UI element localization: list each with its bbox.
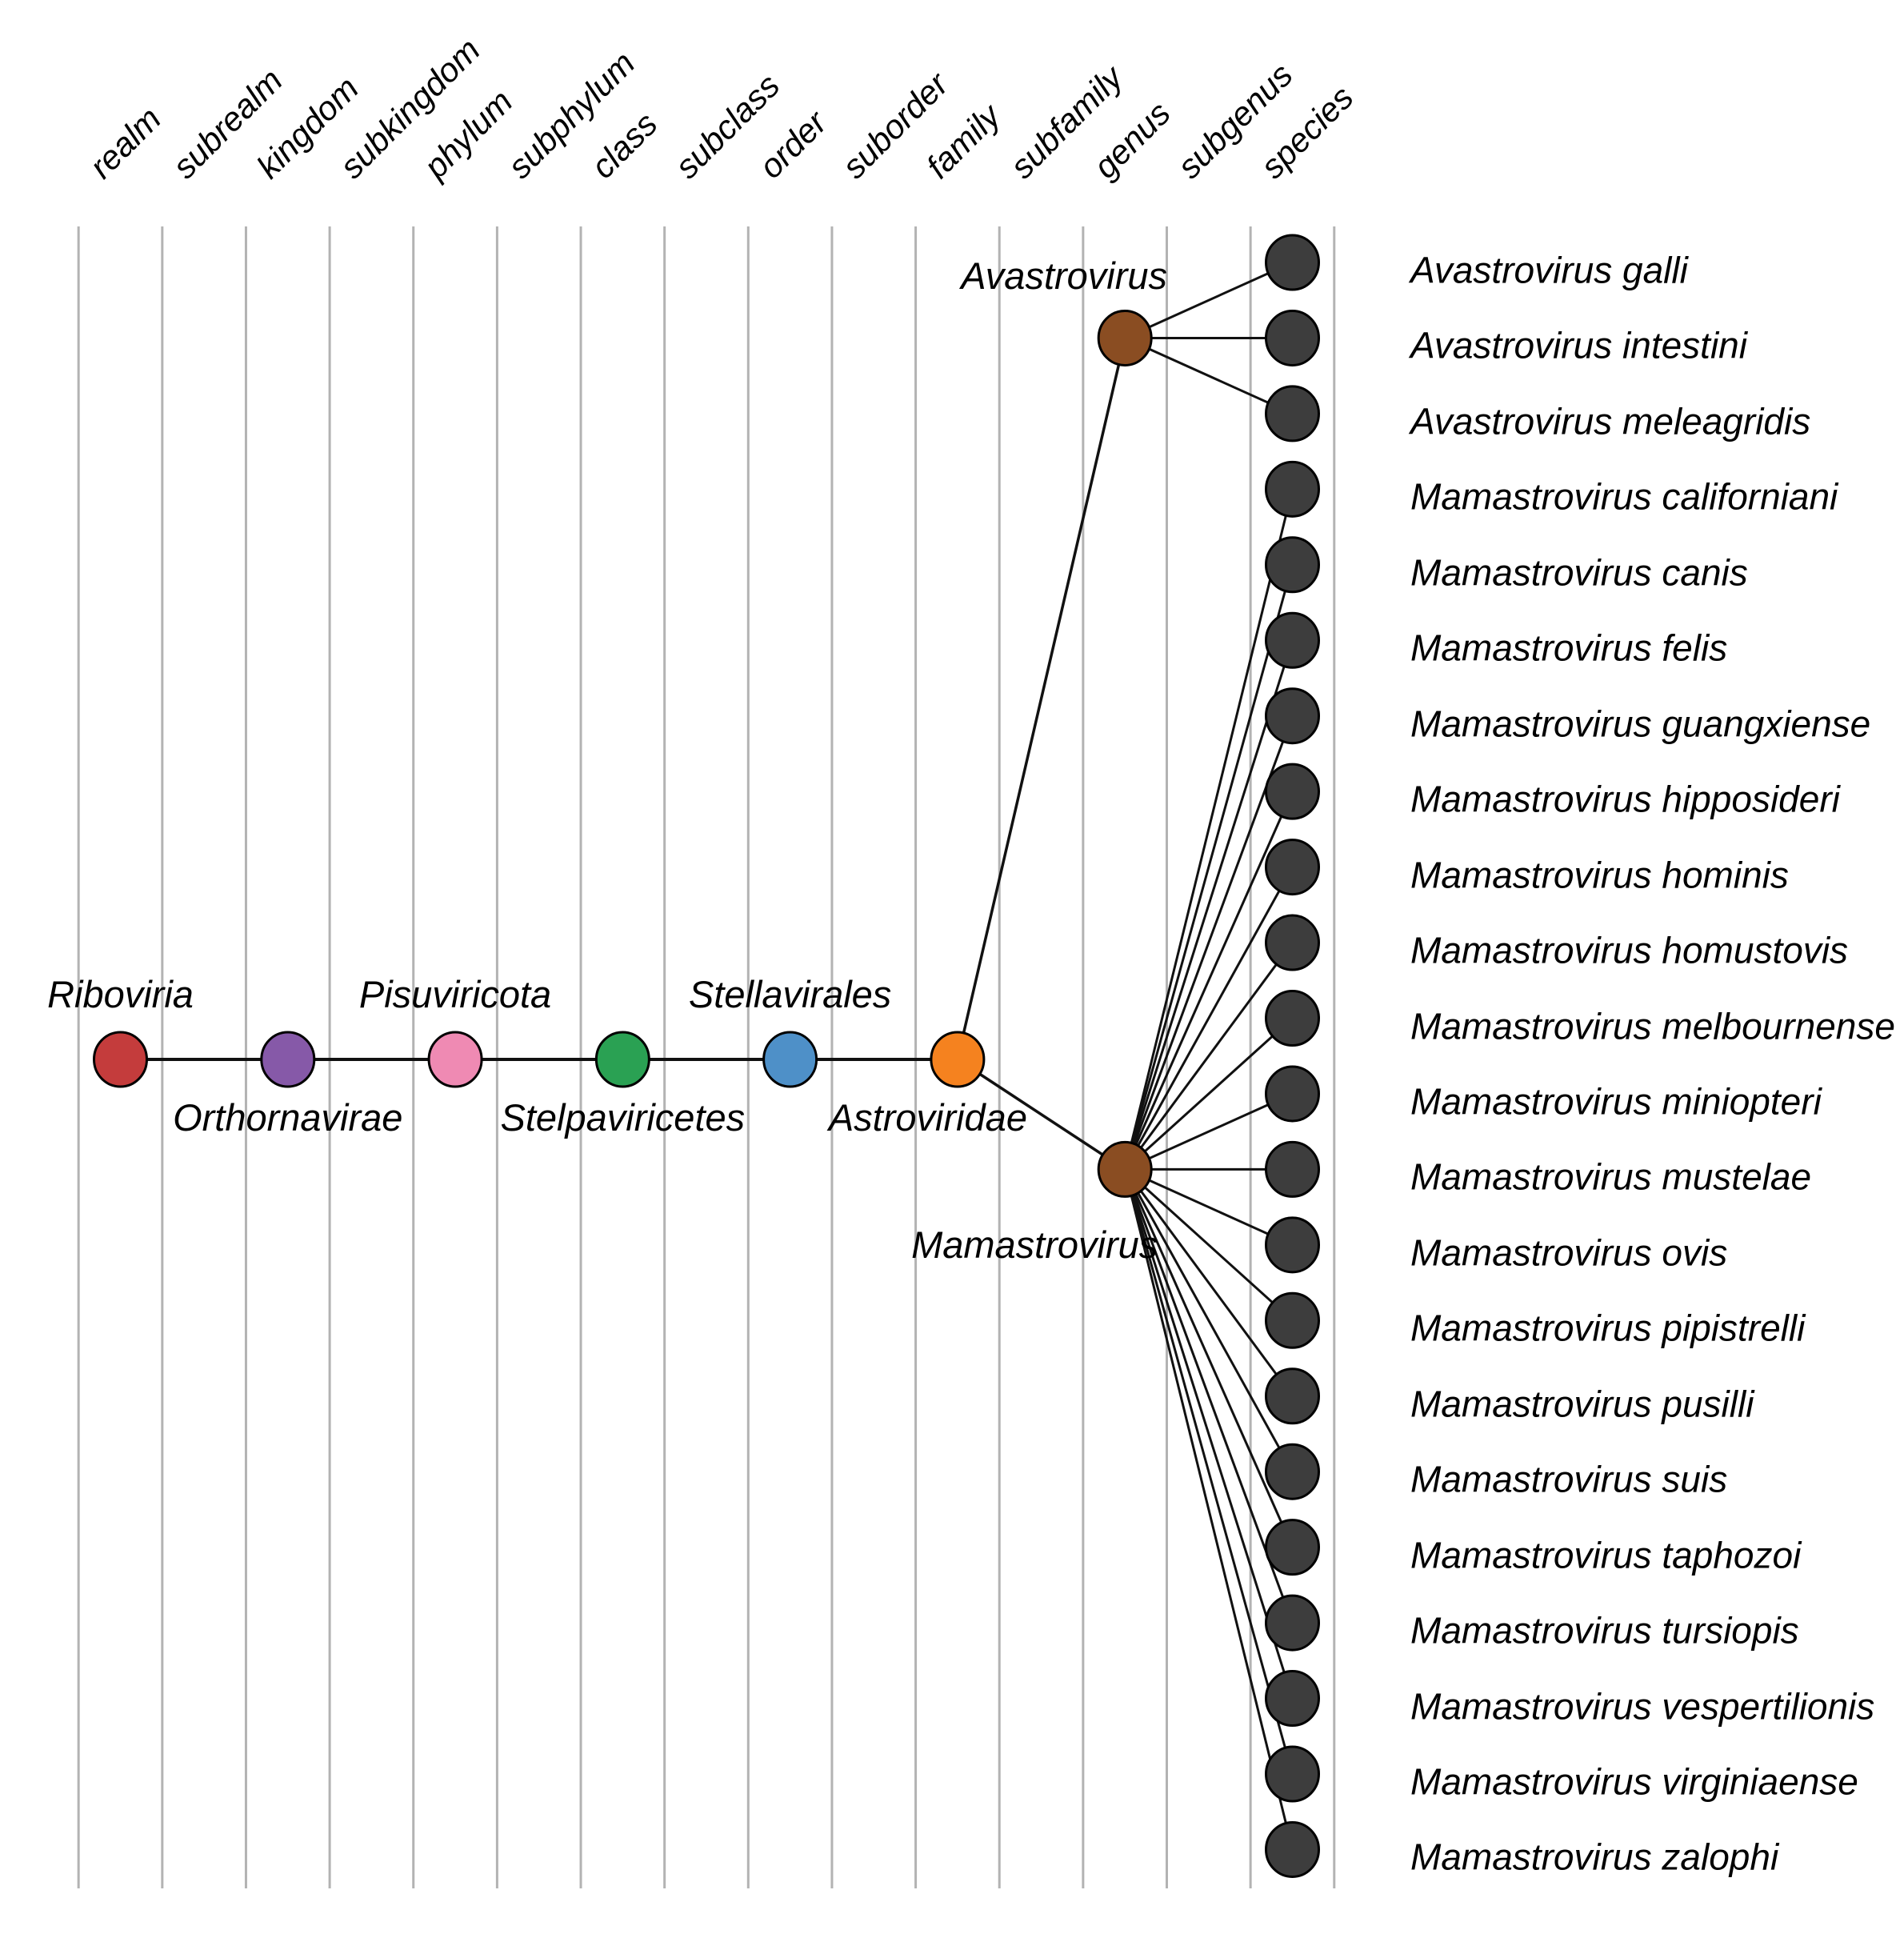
- species-node[interactable]: [1265, 763, 1320, 820]
- species-label: Mamastrovirus canis: [1410, 551, 1748, 594]
- species-label: Mamastrovirus vespertilionis: [1410, 1685, 1875, 1728]
- species-node[interactable]: [1265, 1594, 1320, 1652]
- genus-to-species-line: [1124, 1168, 1294, 1247]
- genus-to-species-line: [1123, 639, 1294, 1170]
- species-label: Mamastrovirus homustovis: [1410, 929, 1849, 971]
- genus-to-species-line: [1123, 1168, 1294, 1548]
- species-node[interactable]: [1265, 1443, 1320, 1500]
- genus-to-species-line: [1123, 942, 1294, 1171]
- genus-to-species-line: [1123, 488, 1294, 1170]
- species-label: Avastrovirus intestini: [1410, 325, 1747, 367]
- species-label: Mamastrovirus suis: [1410, 1458, 1728, 1500]
- genus-to-species-line: [1124, 1017, 1294, 1171]
- species-node[interactable]: [1265, 611, 1320, 669]
- species-label: Mamastrovirus felis: [1410, 627, 1728, 669]
- species-label: Mamastrovirus pusilli: [1410, 1383, 1754, 1425]
- species-label: Mamastrovirus zalophi: [1410, 1836, 1779, 1879]
- species-label: Mamastrovirus hominis: [1410, 854, 1789, 896]
- genus-to-species-line: [1123, 715, 1294, 1170]
- species-label: Mamastrovirus ovis: [1410, 1231, 1728, 1274]
- species-node[interactable]: [1265, 1745, 1320, 1803]
- taxon-label-class: Stelpaviricetes: [500, 1096, 746, 1139]
- genus-node-mamastrovirus[interactable]: [1097, 1140, 1153, 1198]
- genus-to-species-line: [1123, 1168, 1294, 1397]
- species-label: Mamastrovirus virginiaense: [1410, 1760, 1858, 1803]
- genus-to-species-line: [1123, 564, 1294, 1170]
- genus-to-species-line: [1123, 791, 1294, 1171]
- species-label: Mamastrovirus hipposideri: [1410, 778, 1840, 820]
- species-node[interactable]: [1265, 385, 1320, 442]
- genus-to-species-line: [1124, 1168, 1294, 1322]
- species-label: Mamastrovirus miniopteri: [1410, 1080, 1822, 1123]
- taxon-label-phylum: Pisuviricota: [358, 973, 552, 1016]
- genus-to-species-line: [1124, 337, 1294, 415]
- species-node[interactable]: [1265, 460, 1320, 518]
- species-node[interactable]: [1265, 687, 1320, 745]
- species-label: Mamastrovirus tursiopis: [1410, 1609, 1799, 1652]
- genus-to-species-line: [1123, 1169, 1294, 1850]
- genus-to-species-line: [1123, 1168, 1294, 1775]
- species-label: Mamastrovirus californiani: [1410, 476, 1838, 519]
- species-label: Mamastrovirus mustelae: [1410, 1156, 1812, 1199]
- taxon-label-order: Stellavirales: [688, 973, 892, 1016]
- family-to-mamastrovirus-line: [956, 1058, 1126, 1171]
- species-node[interactable]: [1265, 1216, 1320, 1274]
- species-label: Mamastrovirus guangxiense: [1410, 703, 1871, 745]
- species-node[interactable]: [1265, 839, 1320, 896]
- taxon-label-kingdom: Orthornavirae: [173, 1096, 403, 1139]
- taxon-node-realm[interactable]: [93, 1031, 148, 1088]
- genus-to-species-line: [1123, 866, 1294, 1171]
- species-node[interactable]: [1265, 1670, 1320, 1728]
- genus-label-mamastrovirus: Mamastrovirus: [911, 1223, 1158, 1267]
- family-to-avastrovirus-line: [956, 338, 1126, 1060]
- genus-to-species-line: [1124, 261, 1294, 339]
- taxon-node-kingdom[interactable]: [260, 1031, 316, 1088]
- taxon-node-family[interactable]: [930, 1031, 986, 1088]
- genus-to-species-line: [1123, 1168, 1294, 1472]
- species-label: Avastrovirus galli: [1410, 249, 1688, 291]
- species-node[interactable]: [1265, 914, 1320, 971]
- species-node[interactable]: [1265, 536, 1320, 594]
- species-node[interactable]: [1265, 1140, 1320, 1198]
- species-node[interactable]: [1265, 309, 1320, 366]
- species-node[interactable]: [1265, 990, 1320, 1047]
- species-label: Mamastrovirus taphozoi: [1410, 1534, 1802, 1576]
- taxon-node-phylum[interactable]: [427, 1031, 483, 1088]
- genus-to-species-line: [1123, 1168, 1294, 1700]
- genus-label-avastrovirus: Avastrovirus: [961, 254, 1168, 298]
- species-label: Avastrovirus meleagridis: [1410, 400, 1811, 442]
- species-node[interactable]: [1265, 1367, 1320, 1425]
- taxon-node-order[interactable]: [762, 1031, 818, 1088]
- genus-to-species-line: [1124, 1092, 1294, 1171]
- taxon-label-realm: Riboviria: [47, 973, 194, 1016]
- taxon-label-family: Astroviridae: [828, 1096, 1027, 1139]
- species-node[interactable]: [1265, 1065, 1320, 1123]
- species-node[interactable]: [1265, 1519, 1320, 1576]
- taxon-node-class[interactable]: [594, 1031, 650, 1088]
- species-node[interactable]: [1265, 1291, 1320, 1349]
- species-label: Mamastrovirus pipistrelli: [1410, 1307, 1806, 1349]
- species-node[interactable]: [1265, 1820, 1320, 1878]
- genus-to-species-line: [1123, 1168, 1294, 1624]
- genus-node-avastrovirus[interactable]: [1097, 309, 1153, 366]
- species-label: Mamastrovirus melbournense: [1410, 1005, 1895, 1047]
- species-node[interactable]: [1265, 234, 1320, 291]
